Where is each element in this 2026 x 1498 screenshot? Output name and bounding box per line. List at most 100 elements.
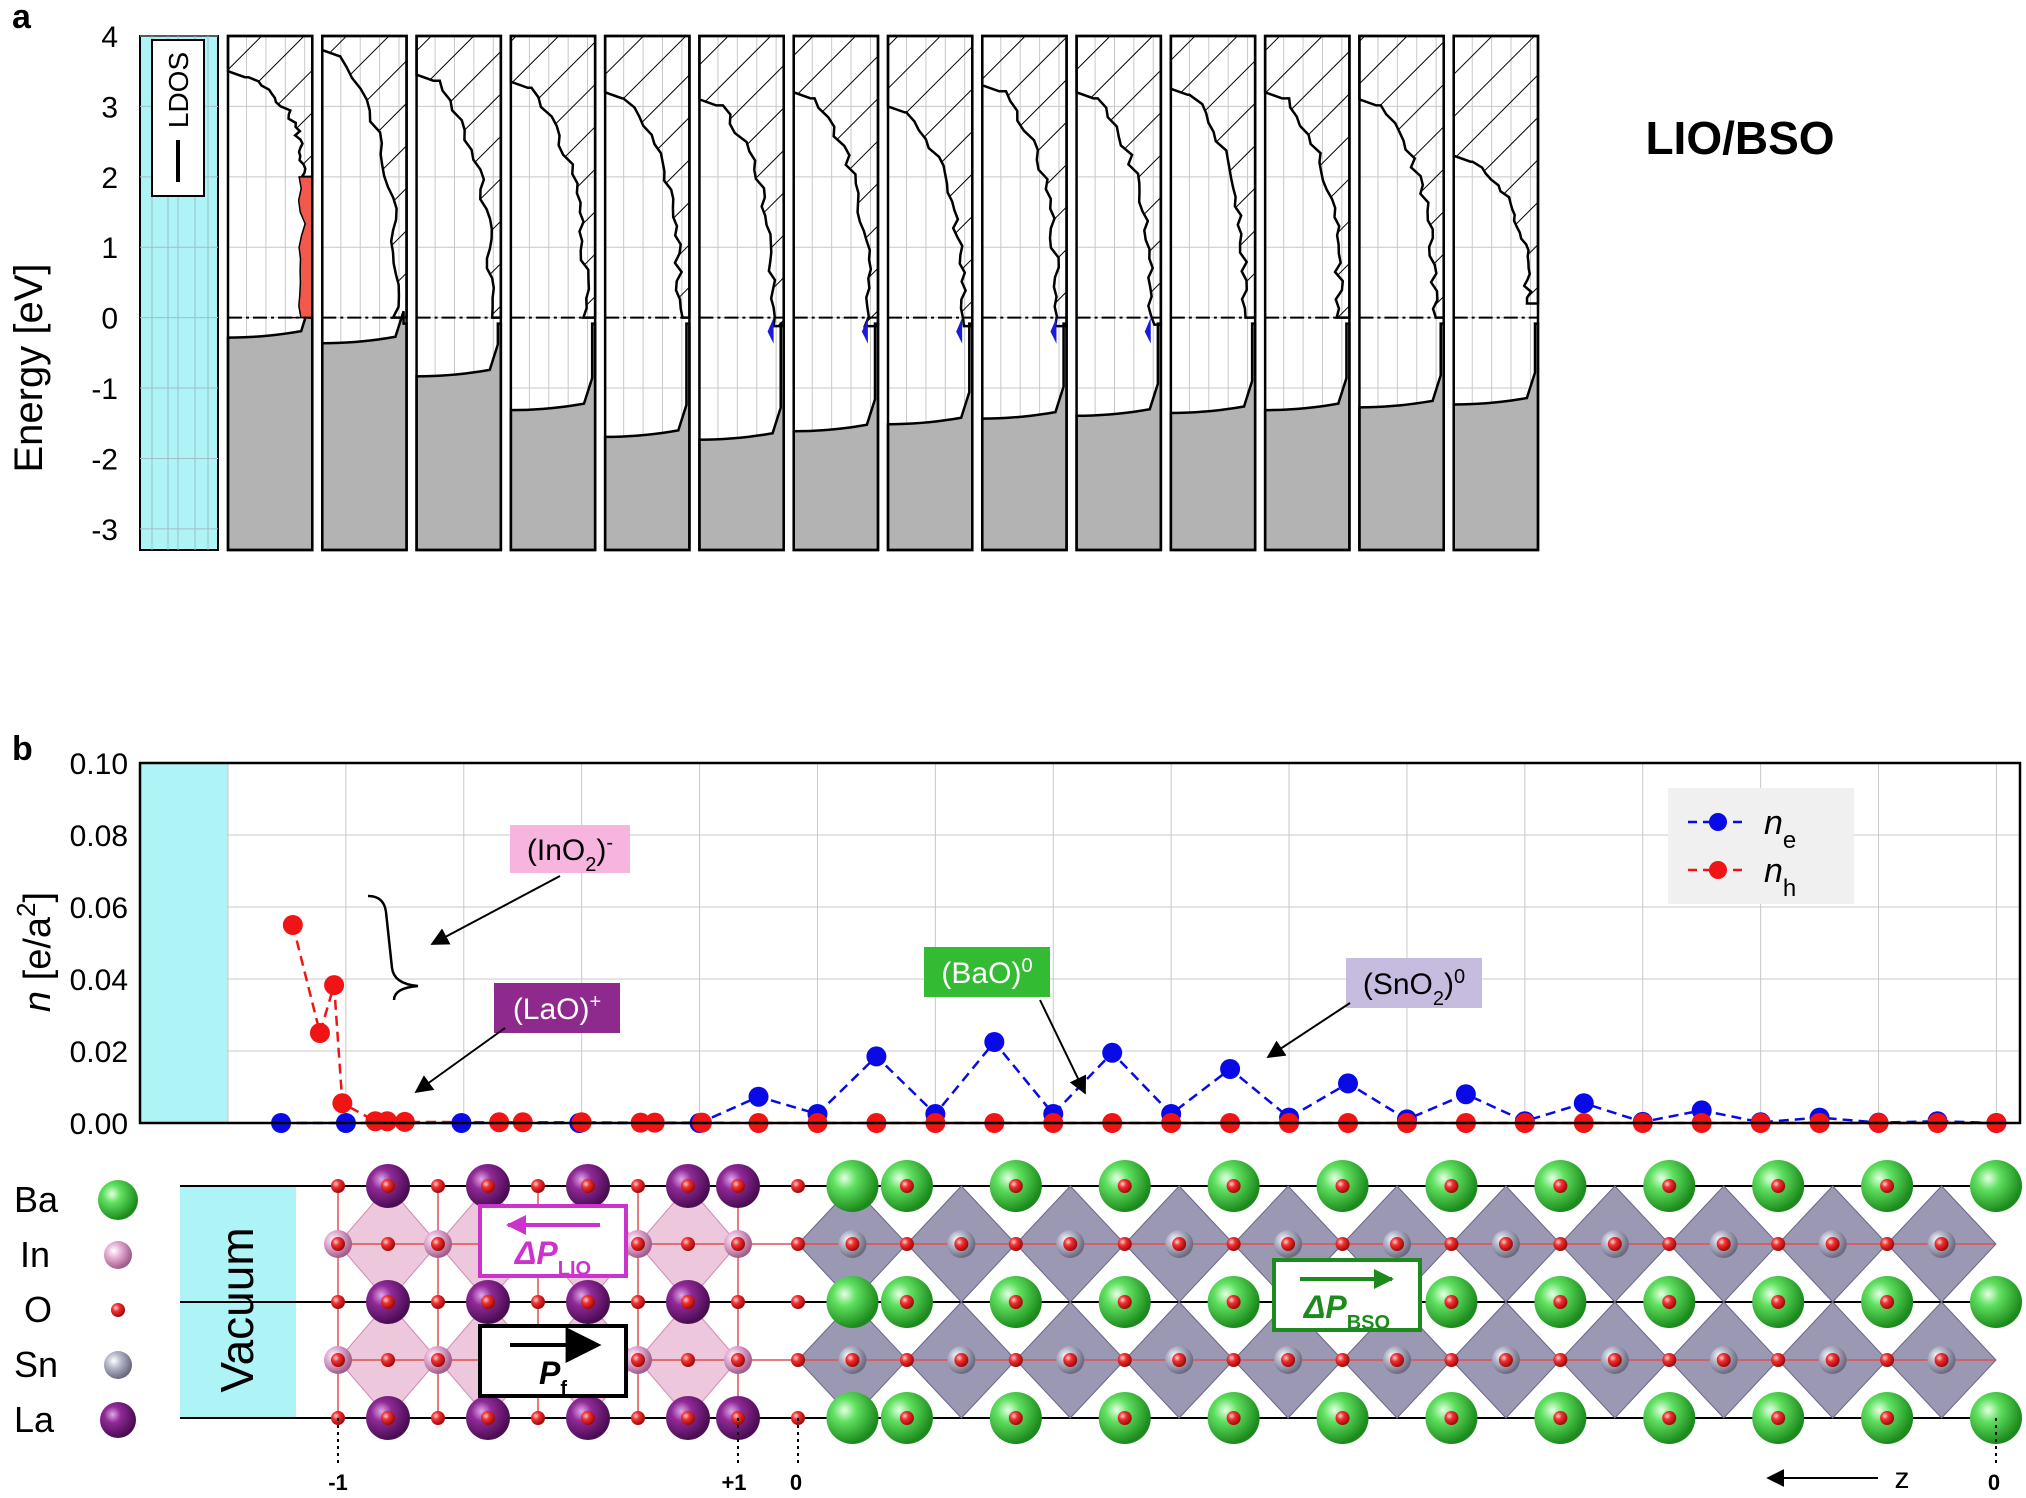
o-atom [1662, 1353, 1677, 1367]
delta-p-bso-main: ΔP [1303, 1289, 1347, 1325]
element-label-la: La [14, 1399, 55, 1440]
o-atom [1662, 1179, 1677, 1193]
delta-p-bso-label: ΔPBSO [1303, 1289, 1390, 1334]
annot-lao-sup: + [590, 991, 602, 1013]
annot-ino2-main: (InO [527, 834, 585, 867]
annot-sno2-sup: 0 [1454, 966, 1465, 988]
conduction-band [1358, 34, 1445, 319]
o-atom [1880, 1179, 1895, 1193]
valence-band [603, 322, 691, 552]
valence-band [1263, 322, 1351, 552]
ldos-layer-panel [603, 34, 691, 552]
ldos-layer-frame [1358, 34, 1445, 552]
o-atom [381, 1179, 395, 1193]
annot-bao-main: (BaO) [941, 957, 1021, 990]
o-atom [681, 1179, 695, 1193]
o-atom [531, 1179, 545, 1193]
o-atom [791, 1353, 805, 1367]
o-atom [1444, 1179, 1459, 1193]
valence-band [415, 322, 503, 552]
o-atom [631, 1353, 645, 1367]
conduction-band [509, 34, 597, 319]
legend-ne-main: n [1764, 804, 1783, 842]
annot-ino2-arrow [430, 875, 561, 945]
o-atom [331, 1179, 345, 1193]
o-atom [581, 1179, 595, 1193]
legend-ne-marker [1709, 813, 1727, 831]
o-atom [531, 1411, 545, 1425]
ldos-legend-label: LDOS [163, 52, 194, 128]
p-f-sub: f [560, 1378, 567, 1400]
n_e-point [1102, 1042, 1123, 1063]
o-atom [1281, 1353, 1296, 1367]
ldos-layer-panel [886, 34, 974, 552]
n_h-point [309, 1023, 330, 1043]
o-atom [1226, 1179, 1241, 1193]
conduction-band [415, 34, 503, 319]
ldos-layer-panel [792, 34, 880, 552]
o-atom [1008, 1353, 1023, 1367]
n_e-point [748, 1086, 769, 1107]
annot-lao-main: (LaO) [513, 993, 590, 1026]
o-atom [481, 1179, 495, 1193]
o-atom [954, 1237, 969, 1251]
o-atom [331, 1237, 345, 1251]
annot-bao-arrow [1039, 999, 1087, 1095]
annot-sno2-sub: 2 [1433, 988, 1444, 1010]
ba-atom [1970, 1276, 2022, 1328]
o-atom [431, 1179, 445, 1193]
o-atom [1825, 1237, 1840, 1251]
n_e-point [1338, 1073, 1358, 1094]
o-atom [681, 1237, 695, 1251]
ldos-layer-panel [1075, 34, 1163, 552]
vacuum-label: Vacuum [211, 1227, 263, 1392]
density-tick-label: 0.04 [70, 964, 128, 997]
o-atom [581, 1411, 595, 1425]
o-atom [1063, 1353, 1078, 1367]
o-atom [1771, 1179, 1786, 1193]
ldos-layer-frame [1452, 34, 1540, 552]
ba-atom [826, 1160, 879, 1212]
energy-tick-label: -3 [91, 514, 118, 547]
conduction-band [698, 34, 785, 328]
o-atom [791, 1237, 805, 1251]
conduction-band [1263, 34, 1351, 319]
panel-label-a: a [12, 0, 32, 36]
o-atom [1226, 1411, 1241, 1425]
o-atom [1662, 1295, 1677, 1309]
o-atom [899, 1237, 914, 1251]
annot-lao-label: (LaO)+ [513, 991, 601, 1026]
density-tick-label: 0.08 [70, 820, 128, 853]
annot-ino2-close: ) [596, 834, 606, 867]
o-atom [1771, 1295, 1786, 1309]
o-atom [331, 1353, 345, 1367]
n_h-point [282, 915, 303, 935]
conduction-band [981, 34, 1068, 328]
ylabel-end: ] [17, 892, 59, 903]
o-atom [1771, 1411, 1786, 1425]
ldos-layer-panel [1263, 34, 1351, 552]
ylabel-n: n [17, 991, 59, 1012]
density-frame [138, 761, 2022, 1125]
o-atom [1335, 1411, 1350, 1425]
o-atom [1008, 1179, 1023, 1193]
delta-p-lio-sub: LIO [558, 1258, 591, 1280]
p-f-label: Pf [539, 1355, 567, 1400]
o-atom [1934, 1237, 1949, 1251]
z-label: z [1895, 1462, 1910, 1495]
ldos-layer-panel [981, 34, 1068, 552]
o-atom [1444, 1411, 1459, 1425]
ldos-layer-frame [509, 34, 597, 552]
legend-nh-marker [1709, 861, 1727, 879]
annotations-panel-b: (InO2)- (LaO)+ (BaO)0 (SnO2)0 [367, 825, 1482, 1095]
electron-states [767, 317, 774, 344]
o-atom [481, 1411, 495, 1425]
element-label-in: In [20, 1234, 50, 1275]
ldos-layer-panel [226, 34, 314, 552]
o-atom [1444, 1295, 1459, 1309]
valence-band [226, 305, 314, 552]
ba-atom [826, 1276, 879, 1328]
o-atom [731, 1179, 745, 1193]
